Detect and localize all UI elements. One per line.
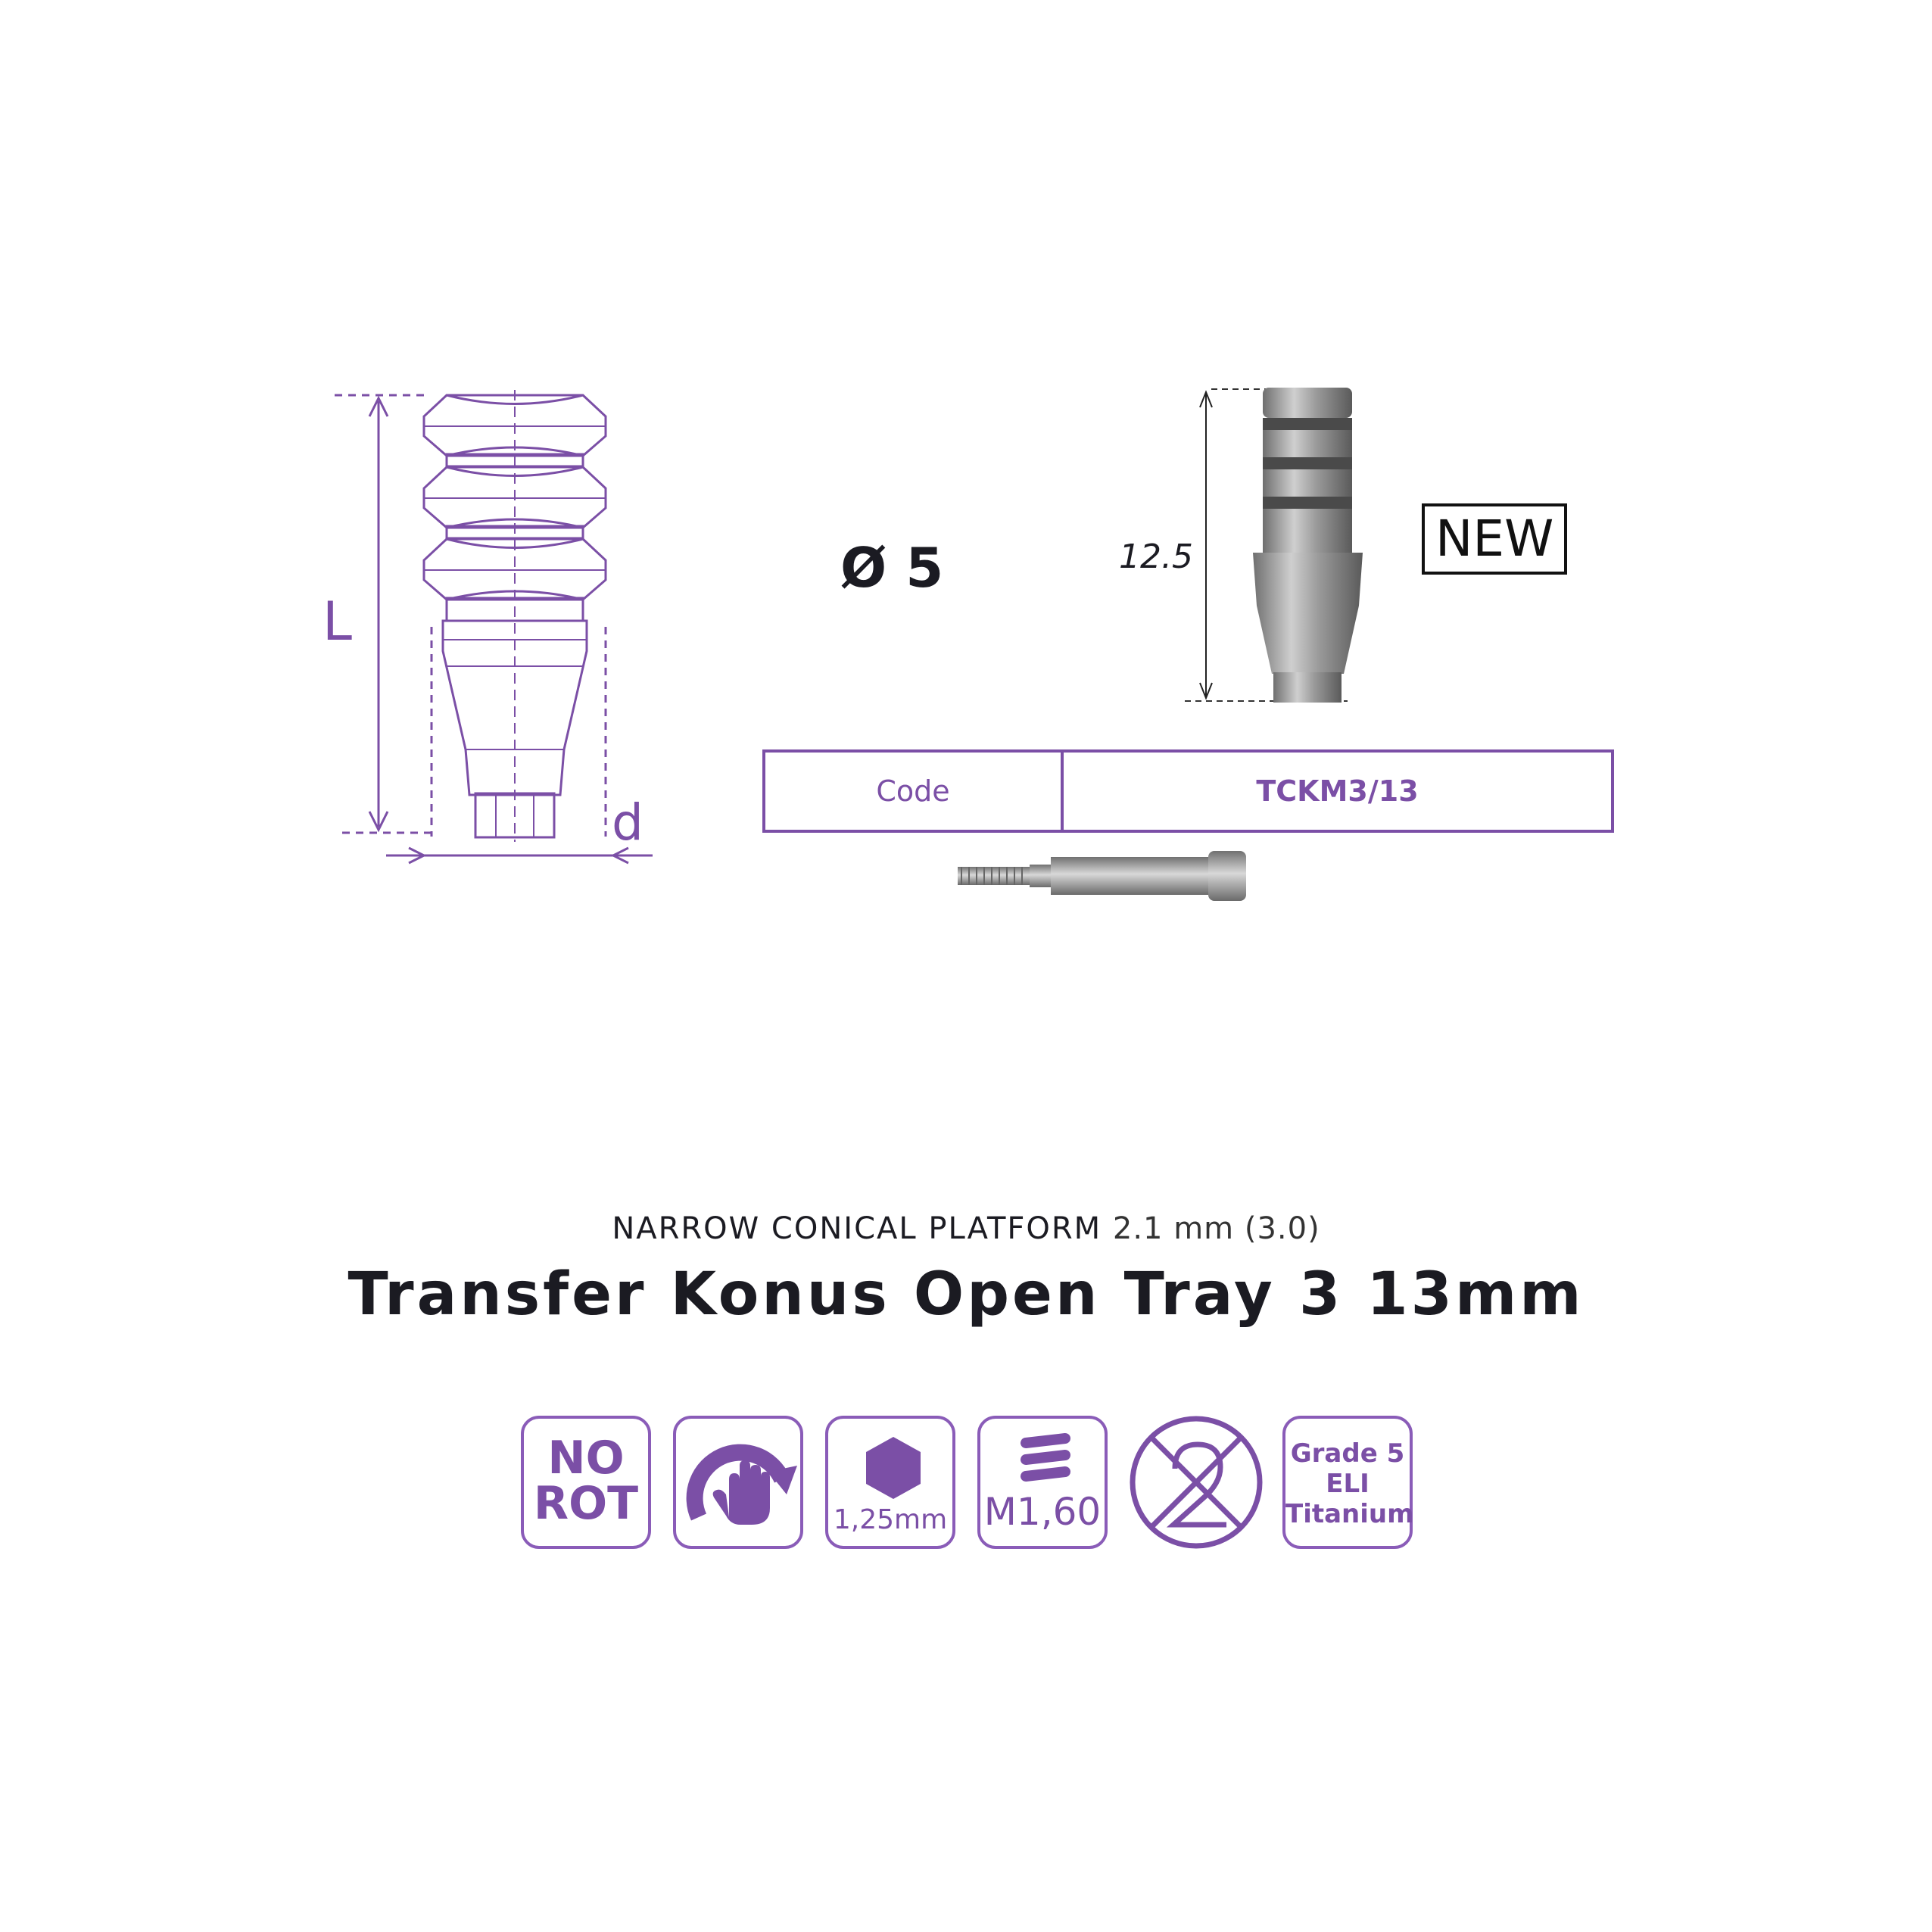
platform-line: NARROW CONICAL PLATFORM 2.1 mm (3.0): [0, 1211, 1932, 1246]
platform-size: 2.1 mm (3.0): [1112, 1211, 1320, 1246]
code-header: Code: [762, 749, 1064, 833]
single-use-icon: [1128, 1414, 1264, 1550]
diameter-label: d: [612, 793, 643, 852]
thread-size-label: M1,60: [983, 1490, 1102, 1534]
code-table: Code TCKM3/13: [762, 749, 1614, 833]
no-rot-line1: NO: [547, 1432, 625, 1485]
no-rot-icon: NO ROT: [521, 1416, 651, 1549]
no-rot-line2: ROT: [533, 1477, 639, 1530]
grade-line2: ELI: [1326, 1469, 1370, 1499]
product-title: Transfer Konus Open Tray 3 13mm: [347, 1260, 1585, 1329]
new-badge: NEW: [1422, 503, 1568, 575]
hexagon-icon: [866, 1437, 921, 1499]
platform-name: NARROW CONICAL PLATFORM: [612, 1211, 1102, 1246]
grade-line1: Grade 5: [1290, 1438, 1405, 1469]
screw-render-image: [958, 851, 1246, 901]
grade-line3: Titanium: [1285, 1499, 1414, 1529]
hex-size-icon: 1,25mm: [825, 1416, 955, 1549]
height-dimension: 12.5: [1119, 538, 1193, 576]
grade5-titanium-icon: Grade 5 ELI Titanium: [1282, 1416, 1414, 1549]
thread-icon: [1021, 1433, 1070, 1482]
code-value: TCKM3/13: [1061, 749, 1614, 833]
transfer-outline-drawing: [335, 390, 653, 865]
hex-size-label: 1,25mm: [833, 1504, 948, 1535]
torque-hand-icon: [673, 1416, 803, 1549]
transfer-render-image: [1185, 388, 1363, 703]
length-label: L: [323, 591, 352, 653]
thread-size-icon: M1,60: [977, 1416, 1108, 1549]
diameter-spec: Ø 5: [840, 536, 944, 600]
